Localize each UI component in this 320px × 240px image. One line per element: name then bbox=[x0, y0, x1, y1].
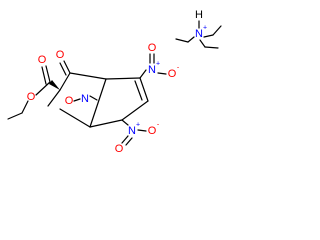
bond-nitro-top-n-o-minus bbox=[157, 72, 167, 75]
atom-o-nitro-bottom-double: O bbox=[115, 143, 124, 155]
bond-ethyl-bottom-ch3 bbox=[204, 46, 219, 49]
atom-n-nitro-bottom: N bbox=[128, 125, 136, 137]
bond-c5-c1-bridge bbox=[89, 78, 107, 128]
bond-c8-nitro-bottom bbox=[121, 119, 129, 126]
stereo-wedge-c3 bbox=[49, 80, 60, 90]
bond-c3-c4 bbox=[59, 72, 71, 91]
charge-o-nitro-top: - bbox=[177, 65, 180, 72]
bond-ethyl-right-ch3 bbox=[212, 25, 222, 36]
charge-n-ammonium: + bbox=[203, 25, 207, 32]
bond-c7-c8 bbox=[121, 100, 149, 121]
bond-nitro-bottom-n-o-double bbox=[121, 135, 129, 144]
chemical-structure: O O O N O N + O O - N + O O - H N + bbox=[7, 9, 222, 155]
bond-c1-c2 bbox=[59, 108, 91, 128]
atom-o-ester-carbonyl: O bbox=[38, 54, 47, 66]
bicyclic-anion: O O O N O N + O O - N + O O - bbox=[7, 42, 180, 155]
atom-o-ester-ether: O bbox=[27, 91, 36, 103]
bond-c6-c7-double bbox=[134, 80, 143, 101]
atom-o-nitro-bottom-minus: O bbox=[148, 125, 157, 137]
bond-c2-c3 bbox=[47, 89, 61, 107]
bond-n-ethyl-left bbox=[187, 36, 195, 43]
bond-ester-c-o-double bbox=[45, 65, 51, 83]
bond-c6-c7 bbox=[139, 77, 149, 102]
charge-o-nitro-bottom: - bbox=[157, 122, 160, 129]
bond-nitro-bottom-n-o-double-2 bbox=[125, 137, 133, 146]
bond-ester-c-o-double-2 bbox=[41, 66, 47, 85]
bond-c4-o-ketone-double bbox=[59, 62, 67, 76]
bond-c4-c5 bbox=[69, 72, 107, 80]
bond-ethyl-left-ch3 bbox=[175, 38, 189, 43]
bond-c5-c6 bbox=[105, 77, 141, 80]
bond-c4-o-ketone bbox=[63, 60, 71, 74]
atom-o-ketone: O bbox=[56, 49, 65, 61]
atom-o-nitroso: O bbox=[65, 95, 74, 107]
bond-c8-c1 bbox=[89, 119, 123, 128]
atom-n-nitro-top: N bbox=[148, 64, 156, 76]
atom-o-nitro-top-double: O bbox=[148, 42, 157, 54]
bond-bridge-nitroso-n bbox=[89, 95, 98, 101]
bond-n-ethyl-bottom bbox=[199, 39, 206, 48]
atom-o-nitro-top-minus: O bbox=[168, 68, 177, 80]
bond-ester-o-ch2 bbox=[21, 100, 29, 114]
bond-nitro-bottom-n-o-minus bbox=[137, 129, 147, 132]
bond-ester-c-o-ether bbox=[35, 81, 51, 96]
triethylammonium-cation: H N + bbox=[175, 9, 222, 49]
charge-n-nitro-top: + bbox=[156, 61, 160, 68]
atom-h-ammonium: H bbox=[195, 9, 203, 21]
atom-n-nitroso: N bbox=[81, 93, 89, 105]
bond-ethyl-ch2-ch3 bbox=[7, 112, 23, 120]
charge-n-nitro-bottom: + bbox=[136, 122, 140, 129]
bond-n-ethyl-right bbox=[203, 34, 214, 38]
bond-c5-nitro-top bbox=[139, 69, 147, 79]
atom-n-ammonium: N bbox=[195, 28, 203, 40]
bond-nitroso-n-o bbox=[73, 98, 81, 102]
